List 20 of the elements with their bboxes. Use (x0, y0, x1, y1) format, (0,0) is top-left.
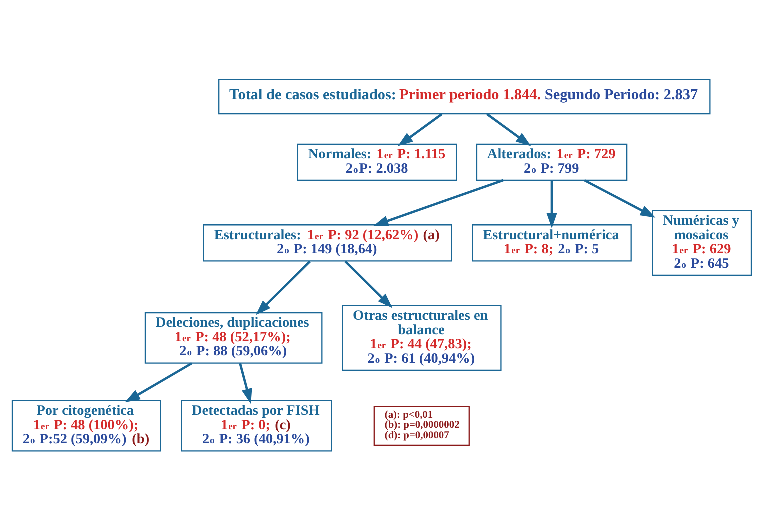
node-box: Otras estructurales en balance 1er P: 44 (47,83); 2o P: 61 (40,94%) (342, 305, 502, 372)
node-box: Deleciones, duplicaciones 1er P: 48 (52,17%); 2o P: 88 (59,06%) (144, 312, 323, 364)
node-box: (a): p<0,01 (b): p=0,0000002 (d): p=0,00007 (374, 406, 470, 446)
arrow (256, 260, 311, 316)
node-box: Numéricas y mosaicos 1er P: 629 2o P: 645 (652, 210, 752, 276)
arrow (373, 179, 504, 226)
node-box: Total de casos estudiados: Primer periodo 1.844. Segundo Periodo: 2.837 (218, 79, 711, 115)
node-box: Estructurales: 1er P: 92 (12,62%) (a) 2o P: 149 (18,64) (203, 224, 452, 262)
arrow (486, 113, 532, 146)
arrow (398, 113, 443, 146)
node-box: Por citogenética 1er P: 48 (100%); 2o P:52 (59,09%) (b) (12, 400, 162, 452)
node-box: Normales: 1er P: 1.115 2oP: 2.038 (297, 144, 458, 182)
arrow (344, 260, 393, 308)
node-box: Detectadas por FISH 1er P: 0; (c) 2o P: 36 (40,91%) (181, 400, 332, 452)
arrow (584, 179, 656, 218)
arrow (125, 362, 193, 403)
arrow (546, 180, 558, 228)
node-box: Estructural+numérica 1er P: 8; 2o P: 5 (472, 224, 632, 262)
arrow (239, 363, 252, 404)
node-box: Alterados: 1er P: 729 2o P: 799 (476, 144, 628, 182)
